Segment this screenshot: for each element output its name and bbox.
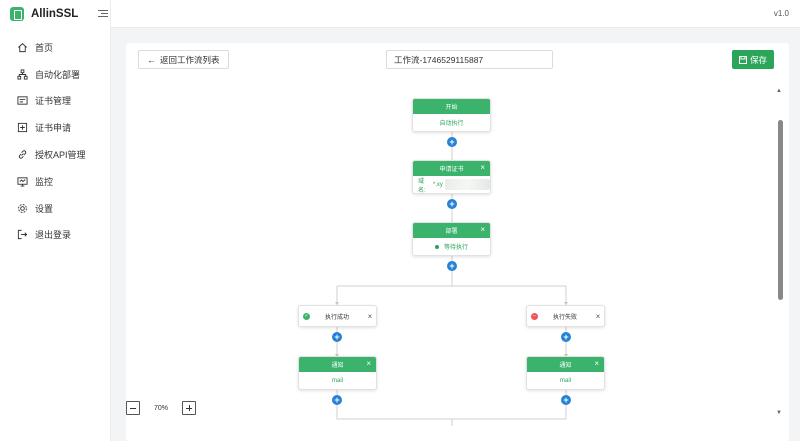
node-title: 通知 (331, 363, 344, 369)
brand: AllinSSL (0, 0, 110, 28)
add-node-button[interactable]: + (561, 332, 571, 342)
back-button-label: 返回工作流列表 (160, 54, 220, 65)
zoom-in-button[interactable] (182, 401, 197, 415)
sidebar-item-label: 证书申请 (35, 123, 72, 134)
redacted-domain (444, 179, 490, 190)
sidebar-item-auto-deploy[interactable]: 自动化部署 (0, 61, 110, 88)
close-icon[interactable]: × (595, 311, 601, 321)
app-name: AllinSSL (31, 8, 79, 20)
start-node[interactable]: 开始 自动执行 (412, 98, 491, 132)
sidebar-item-label: 授权API管理 (35, 150, 86, 161)
deploy-node[interactable]: 部署 × 等待执行 (412, 222, 491, 256)
add-node-button[interactable]: + (447, 199, 457, 209)
workflow-canvas[interactable]: 开始 自动执行 + 申请证书 × 域名: *.xy + 部署 × (126, 81, 789, 441)
sidebar-item-home[interactable]: 首页 (0, 34, 110, 61)
node-title: 通知 (559, 363, 572, 369)
monitor-icon (17, 177, 28, 187)
save-icon (738, 55, 747, 64)
zoom-out-button[interactable] (126, 401, 140, 415)
connector-lines (335, 130, 568, 426)
sitemap-icon (17, 69, 28, 80)
scroll-down-icon[interactable]: ▼ (776, 410, 782, 416)
node-body: mail (559, 377, 571, 384)
add-node-button[interactable]: + (561, 395, 571, 405)
link-icon (18, 150, 27, 159)
domain-value: *.xy (432, 181, 443, 188)
notify-node-failure[interactable]: 通知 × mail (526, 356, 605, 390)
back-to-list-button[interactable]: ← 返回工作流列表 (138, 50, 229, 69)
add-node-button[interactable]: + (447, 137, 457, 147)
status-dot-icon (434, 244, 439, 249)
branch-label: 执行成功 (324, 314, 349, 321)
close-icon[interactable]: × (367, 311, 373, 321)
close-icon[interactable]: × (480, 225, 485, 234)
node-body: 等待执行 (413, 238, 490, 255)
logout-icon (17, 230, 28, 240)
failure-branch-node[interactable]: − 执行失败 × (526, 305, 605, 327)
success-branch-node[interactable]: ✓ 执行成功 × (298, 305, 377, 327)
arrow-left-icon: ← (147, 54, 156, 65)
sidebar-item-label: 首页 (35, 42, 54, 53)
zoom-controls: 70% (126, 401, 197, 415)
sidebar-item-settings[interactable]: 设置 (0, 195, 110, 222)
collapse-sidebar-icon[interactable] (98, 10, 109, 18)
sidebar-item-label: 监控 (35, 176, 54, 187)
sidebar-nav: 首页 自动化部署 证书管理 证书申请 授权API管理 监控 设置 退出登录 (0, 34, 110, 248)
node-header: 申请证书 × (413, 161, 490, 176)
version-label: v1.0 (773, 9, 789, 18)
node-header: 部署 × (413, 223, 490, 238)
node-body: 自动执行 (439, 121, 464, 127)
node-title: 申请证书 (439, 167, 464, 173)
node-header: 通知 × (527, 357, 604, 372)
workflow-editor: ← 返回工作流列表 保存 (126, 43, 789, 441)
error-circle-icon: − (531, 312, 538, 320)
app-logo-icon (10, 7, 24, 21)
save-button-label: 保存 (749, 54, 767, 65)
node-title: 开始 (413, 99, 490, 114)
gear-icon (18, 203, 27, 213)
check-circle-icon: ✓ (303, 312, 310, 320)
zoom-level: 70% (154, 404, 169, 412)
certificate-icon (17, 96, 28, 106)
add-node-button[interactable]: + (447, 261, 457, 271)
notify-node-success[interactable]: 通知 × mail (298, 356, 377, 390)
sidebar-item-label: 设置 (35, 203, 54, 214)
apply-cert-node[interactable]: 申请证书 × 域名: *.xy (412, 160, 491, 194)
domain-label: 域名: (418, 178, 426, 194)
node-header: 通知 × (299, 357, 376, 372)
sidebar-item-label: 证书管理 (35, 96, 72, 107)
save-button[interactable]: 保存 (731, 50, 774, 69)
close-icon[interactable]: × (594, 359, 599, 368)
deploy-status: 等待执行 (443, 245, 468, 251)
scrollbar-thumb[interactable] (778, 120, 783, 300)
sidebar-item-monitor[interactable]: 监控 (0, 168, 110, 195)
branch-label: 执行失败 (552, 314, 577, 321)
add-node-button[interactable]: + (332, 332, 342, 342)
sidebar-item-apply[interactable]: 证书申请 (0, 114, 110, 141)
node-body: 域名: *.xy (413, 176, 490, 193)
add-node-button[interactable]: + (332, 395, 342, 405)
workflow-name-input[interactable] (386, 50, 553, 69)
sidebar-item-api[interactable]: 授权API管理 (0, 141, 110, 168)
sidebar-item-label: 自动化部署 (35, 69, 81, 80)
add-square-icon (17, 123, 28, 133)
close-icon[interactable]: × (366, 359, 371, 368)
node-title: 部署 (445, 229, 458, 235)
home-icon (18, 42, 27, 52)
top-bar: v1.0 (111, 0, 800, 28)
scroll-up-icon[interactable]: ▲ (776, 88, 782, 94)
close-icon[interactable]: × (480, 163, 485, 172)
sidebar-item-label: 退出登录 (35, 230, 72, 241)
sidebar-item-logout[interactable]: 退出登录 (0, 222, 110, 249)
sidebar: AllinSSL 首页 自动化部署 证书管理 证书申请 授权API管理 监控 (0, 0, 111, 441)
node-body: mail (331, 377, 343, 384)
sidebar-item-certificates[interactable]: 证书管理 (0, 88, 110, 115)
